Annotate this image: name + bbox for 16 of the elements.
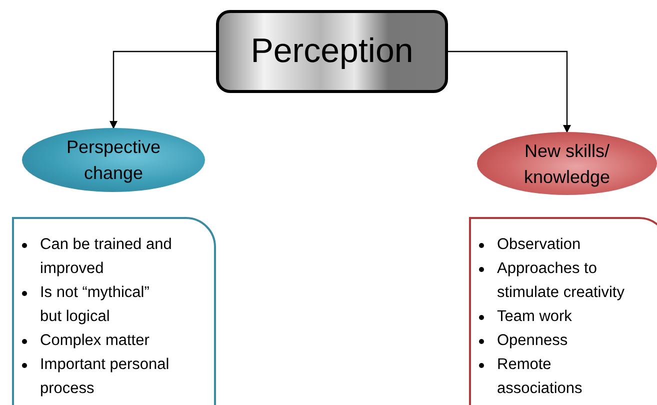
connector-arrow xyxy=(448,50,571,133)
bullet-list-box xyxy=(12,217,216,405)
bullet-item: Important personal process xyxy=(40,355,170,399)
bullet-list-box xyxy=(469,217,657,405)
bullet-item: Openness xyxy=(497,331,569,351)
bullet-item: Remote associations xyxy=(497,355,584,399)
connector-arrow xyxy=(110,50,216,129)
title-box: Perception xyxy=(216,10,448,93)
bullet-item: Team work xyxy=(497,307,573,327)
bullet-item: Complex matter xyxy=(40,331,150,351)
bullet-item: Observation xyxy=(497,235,582,255)
bullet-item: Can be trained and improved xyxy=(40,235,173,279)
category-ellipse: New skills/ knowledge xyxy=(477,132,657,195)
category-ellipse: Perspective change xyxy=(22,128,205,192)
bullet-item: Approaches to stimulate creativity xyxy=(497,259,626,303)
bullet-item: Is not “mythical” but logical xyxy=(40,283,150,327)
